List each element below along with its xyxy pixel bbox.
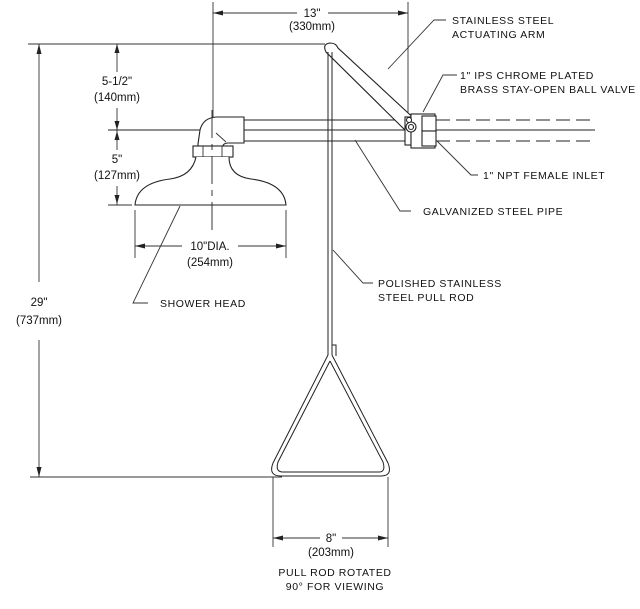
arrow-right <box>398 10 408 16</box>
arrow-left <box>273 535 283 541</box>
arm-length-imperial: 13" <box>304 8 321 20</box>
callout-arm-line1: STAINLESS STEEL <box>452 15 554 27</box>
pull-rod-width-dimension: 8" (203mm) PULL ROD ROTATED 90° FOR VIEW… <box>272 477 391 593</box>
leader-inlet <box>436 140 478 176</box>
rod-width-metric: (203mm) <box>308 547 354 559</box>
head-diameter-dimension: 10"DIA. (254mm) <box>134 210 287 269</box>
arm-length-metric: (330mm) <box>289 21 335 33</box>
valve-nut-bottom <box>421 130 437 147</box>
callout-pipe: GALVANIZED STEEL PIPE <box>423 206 563 218</box>
callout-valve-line1: 1" IPS CHROME PLATED <box>460 70 594 82</box>
ball-valve <box>404 113 437 149</box>
arrow-up <box>114 44 120 53</box>
callout-rod-line2: STEEL PULL ROD <box>378 292 474 304</box>
valve-pin <box>405 116 413 124</box>
arrow-down <box>36 467 42 477</box>
arrow-down <box>114 195 120 204</box>
shower-head <box>134 110 287 232</box>
elbow-detail <box>215 132 227 143</box>
leader-lines <box>132 19 478 304</box>
pipe-height-metric: (140mm) <box>94 92 140 104</box>
callout-valve-line2: BRASS STAY-OPEN BALL VALVE <box>460 84 636 96</box>
callout-shower-head: SHOWER HEAD <box>160 298 246 310</box>
valve-stem-inner <box>407 123 415 131</box>
leader-ball-valve <box>422 74 457 113</box>
triangle-handle-outer <box>271 354 390 477</box>
pipe-height-dimension: 5-1/2" (140mm) <box>94 44 140 130</box>
triangle-handle-inner <box>276 360 385 473</box>
head-height-imperial: 5" <box>112 154 122 166</box>
overall-height-imperial: 29" <box>31 297 48 309</box>
callout-arm-line2: ACTUATING ARM <box>452 29 545 41</box>
galvanized-pipe <box>108 119 595 142</box>
callout-inlet: 1" NPT FEMALE INLET <box>483 170 605 182</box>
shower-bell <box>134 156 287 206</box>
valve-nut-top <box>421 115 437 132</box>
callout-rod-line1: POLISHED STAINLESS <box>378 278 502 290</box>
head-nut <box>192 145 234 158</box>
actuating-arm <box>324 42 421 136</box>
head-diameter-imperial: 10"DIA. <box>190 241 229 253</box>
head-height-metric: (127mm) <box>94 170 140 182</box>
leader-shower-head <box>132 205 181 304</box>
leader-pipe <box>354 139 411 212</box>
arrow-right <box>378 535 388 541</box>
arrow-down <box>114 121 120 130</box>
overall-height-metric: (737mm) <box>16 315 62 327</box>
arm-body <box>324 42 421 136</box>
rod-width-imperial: 8" <box>326 533 336 545</box>
note-line1: PULL ROD ROTATED <box>278 567 391 579</box>
callout-labels: STAINLESS STEEL ACTUATING ARM 1" IPS CHR… <box>160 15 636 310</box>
head-diameter-metric: (254mm) <box>187 257 233 269</box>
elbow-fitting <box>197 116 245 151</box>
arrow-left <box>135 243 145 249</box>
arrow-up <box>36 44 42 54</box>
pipe-height-imperial: 5-1/2" <box>102 76 132 88</box>
leader-pull-rod <box>332 249 373 284</box>
overall-height-dimension: 29" (737mm) <box>16 43 325 478</box>
pull-rod <box>271 52 390 477</box>
note-line2: 90° FOR VIEWING <box>286 581 384 593</box>
arrow-left <box>213 10 223 16</box>
arrow-right <box>276 243 286 249</box>
leader-actuating-arm <box>387 19 446 70</box>
rod-clip <box>332 344 337 356</box>
arrow-up <box>114 131 120 140</box>
